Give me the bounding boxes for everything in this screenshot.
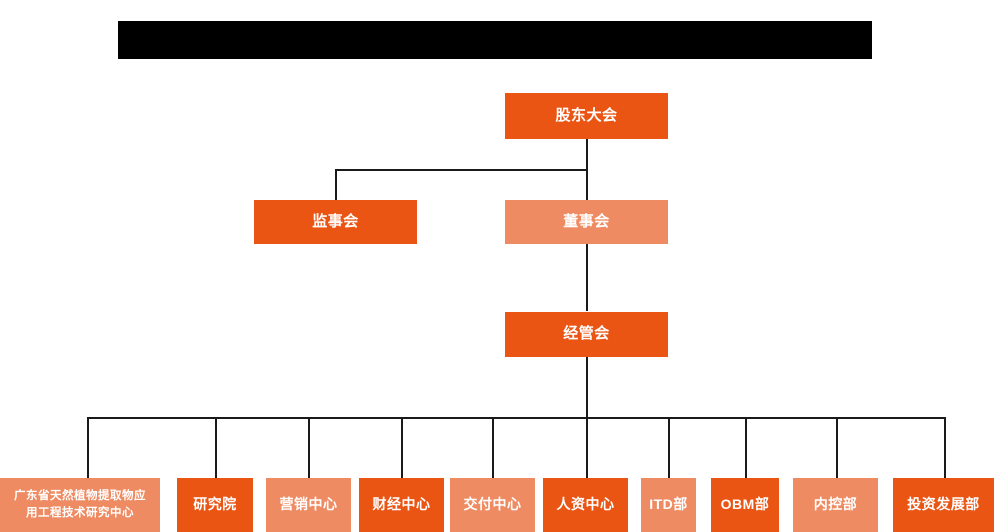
node-research-institute-label: 研究院 bbox=[193, 496, 237, 513]
connector-drop-itd-dept bbox=[668, 417, 670, 478]
node-internal-control-dept-label: 内控部 bbox=[813, 496, 858, 513]
node-hr-center[interactable]: 人资中心 bbox=[543, 478, 628, 532]
node-board-label: 董事会 bbox=[563, 212, 610, 230]
node-itd-dept-label: ITD部 bbox=[649, 496, 688, 513]
node-management[interactable]: 经管会 bbox=[505, 312, 668, 357]
node-supervisory-label: 监事会 bbox=[312, 212, 359, 230]
connector-department-bus bbox=[87, 417, 944, 419]
connector-drop-investment-dev-dept bbox=[944, 417, 946, 478]
title-banner bbox=[118, 21, 872, 59]
node-rnd-center[interactable]: 广东省天然植物提取物应 用工程技术研究中心 bbox=[0, 478, 160, 532]
connector-management-down bbox=[586, 357, 588, 418]
connector-drop-research-institute bbox=[215, 417, 217, 478]
connector-drop-obm-dept bbox=[745, 417, 747, 478]
node-management-label: 经管会 bbox=[563, 325, 610, 343]
connector-drop-marketing-center bbox=[308, 417, 310, 478]
node-marketing-center[interactable]: 营销中心 bbox=[266, 478, 351, 532]
connector-drop-rnd-center bbox=[87, 417, 89, 478]
node-marketing-center-label: 营销中心 bbox=[279, 496, 338, 513]
connector-to-board bbox=[586, 169, 588, 200]
node-delivery-center[interactable]: 交付中心 bbox=[450, 478, 535, 532]
connector-drop-finance-center bbox=[401, 417, 403, 478]
node-delivery-center-label: 交付中心 bbox=[463, 496, 522, 513]
node-rnd-center-label-line1: 广东省天然植物提取物应 bbox=[14, 490, 146, 503]
node-supervisory[interactable]: 监事会 bbox=[254, 200, 417, 244]
node-obm-dept-label: OBM部 bbox=[720, 496, 770, 513]
node-obm-dept[interactable]: OBM部 bbox=[711, 478, 779, 532]
connector-drop-internal-control-dept bbox=[836, 417, 838, 478]
node-internal-control-dept[interactable]: 内控部 bbox=[793, 478, 878, 532]
node-hr-center-label: 人资中心 bbox=[556, 496, 615, 513]
node-rnd-center-label: 广东省天然植物提取物应 用工程技术研究中心 bbox=[10, 488, 150, 521]
node-shareholders-label: 股东大会 bbox=[555, 106, 618, 124]
node-investment-dev-dept[interactable]: 投资发展部 bbox=[893, 478, 994, 532]
connector-shareholders-bus bbox=[335, 169, 588, 171]
node-research-institute[interactable]: 研究院 bbox=[177, 478, 253, 532]
node-finance-center-label: 财经中心 bbox=[372, 496, 431, 513]
connector-drop-hr-center bbox=[586, 417, 588, 478]
connector-drop-delivery-center bbox=[492, 417, 494, 478]
node-board[interactable]: 董事会 bbox=[505, 200, 668, 244]
node-shareholders[interactable]: 股东大会 bbox=[505, 93, 668, 139]
connector-board-to-management bbox=[586, 243, 588, 311]
node-finance-center[interactable]: 财经中心 bbox=[359, 478, 444, 532]
connector-to-supervisory bbox=[335, 169, 337, 200]
node-investment-dev-dept-label: 投资发展部 bbox=[907, 496, 980, 513]
connector-shareholders-down bbox=[586, 139, 588, 170]
node-rnd-center-label-line2: 用工程技术研究中心 bbox=[26, 507, 134, 519]
node-itd-dept[interactable]: ITD部 bbox=[641, 478, 696, 532]
